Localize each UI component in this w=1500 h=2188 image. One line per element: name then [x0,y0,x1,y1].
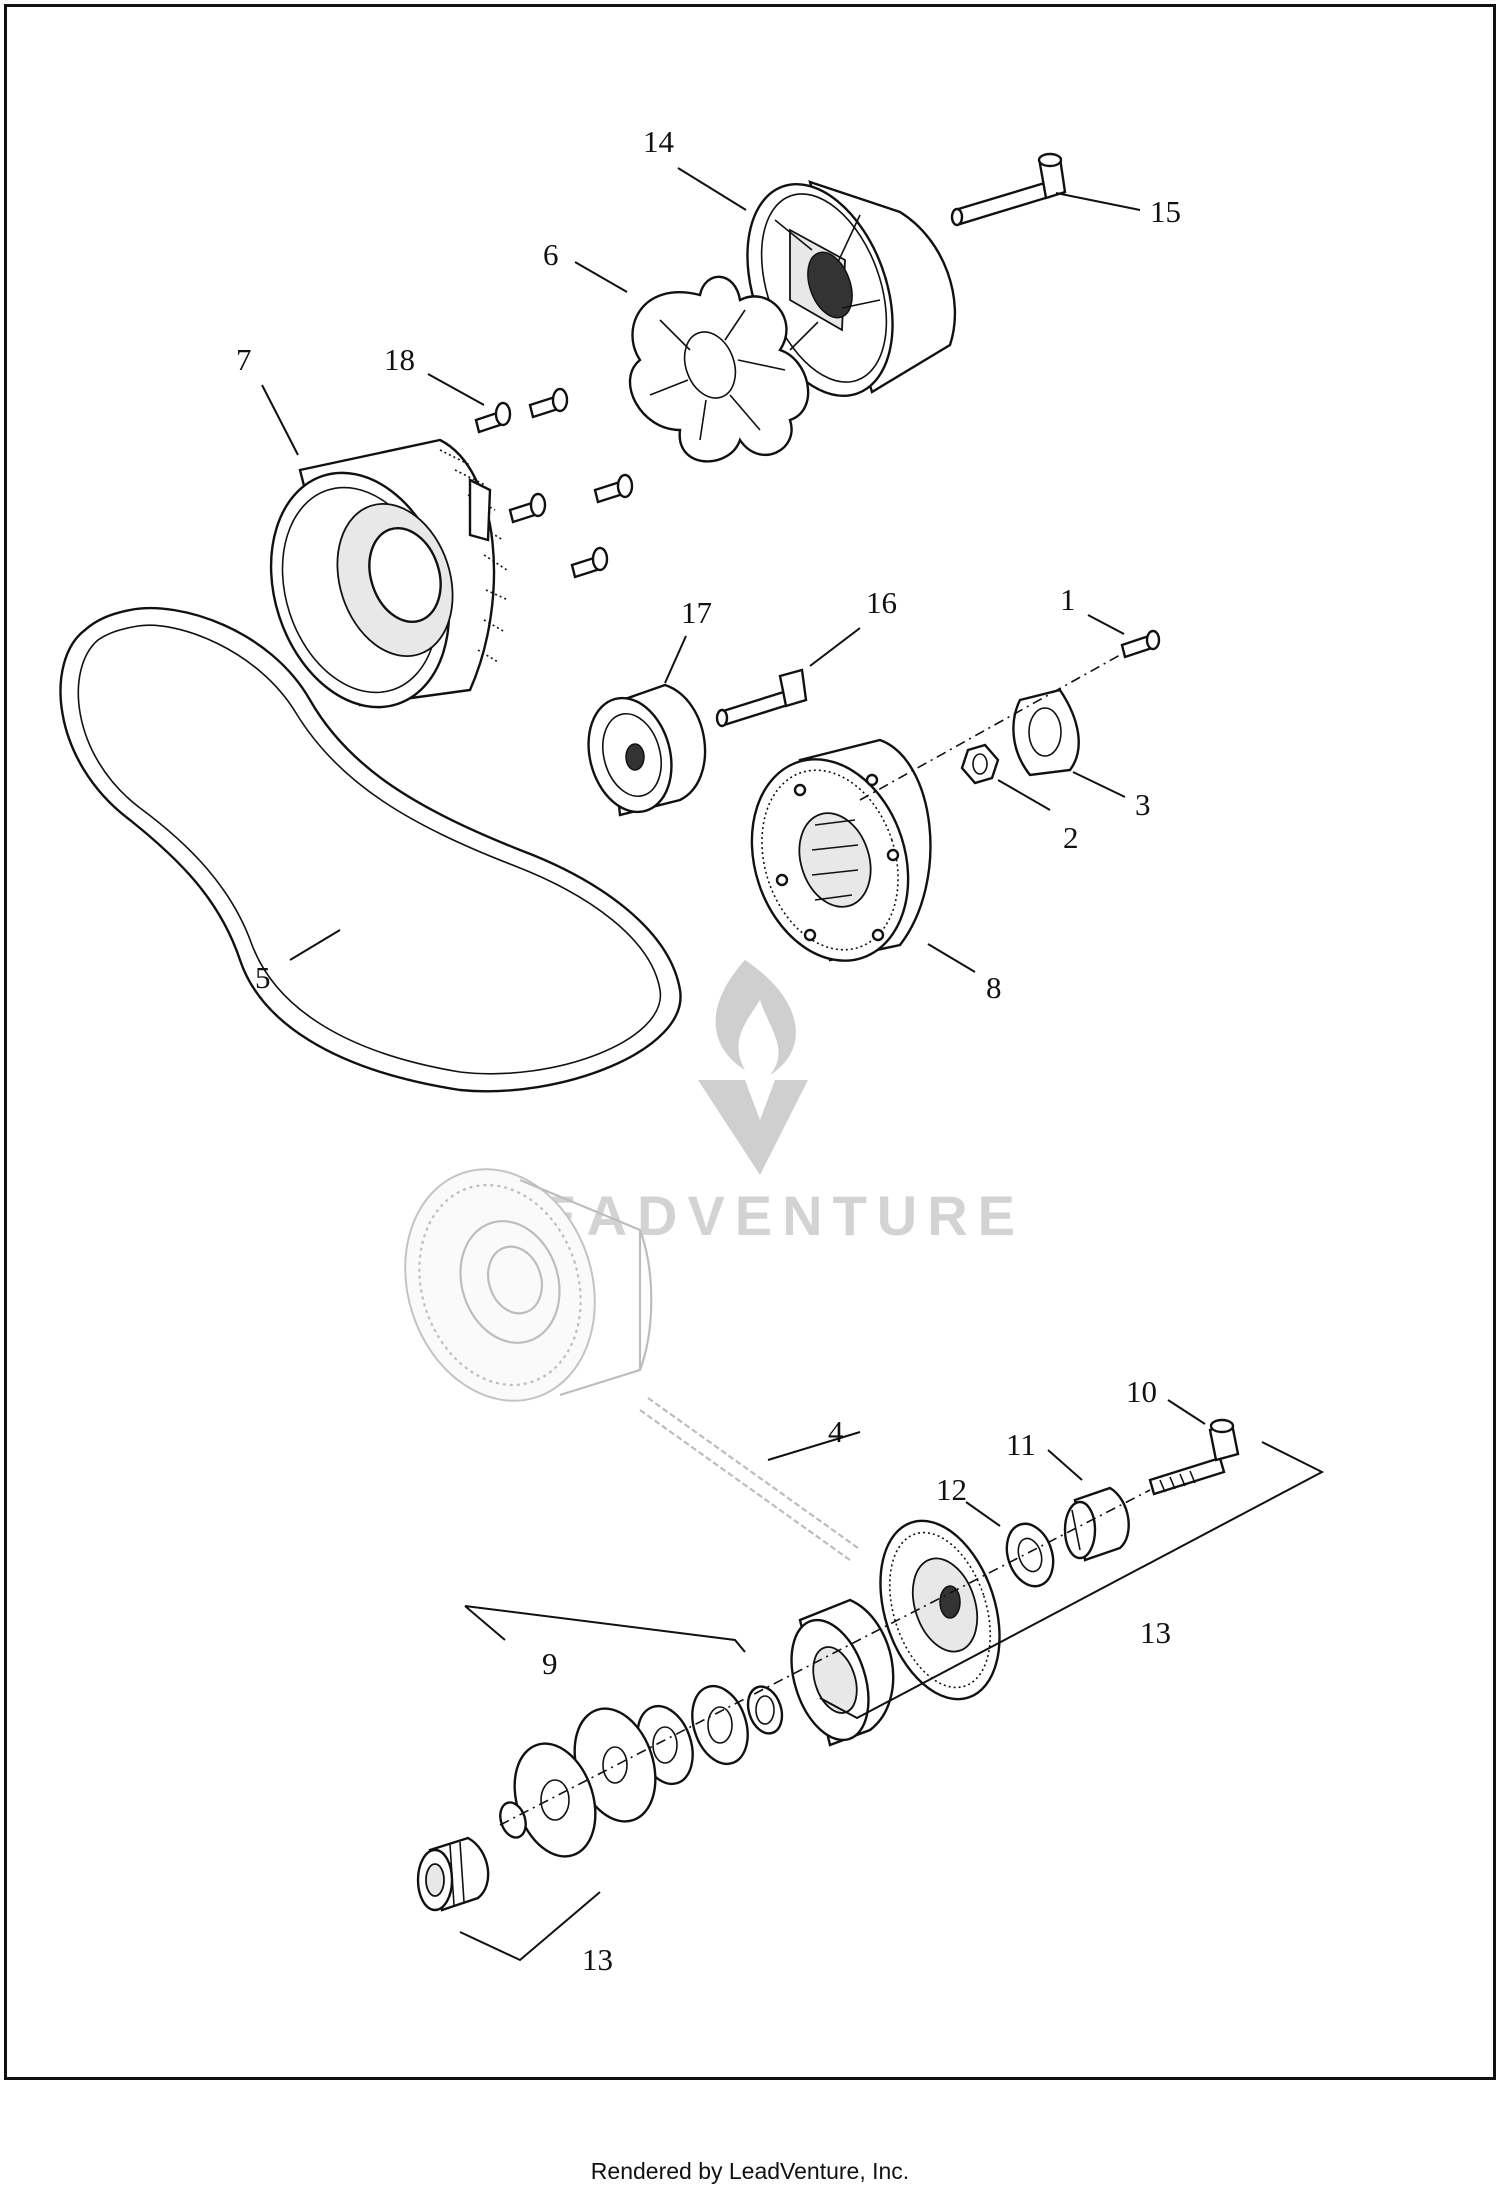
part-2-nut [960,743,1000,785]
part-15-bolt [950,152,1067,227]
callout-labels: 14 15 6 18 7 17 16 1 3 2 5 8 10 4 11 12 … [236,124,1181,1977]
part-9-washer-stack [499,1684,784,1858]
watermark-text: LEADVENTURE [495,1184,1025,1247]
part-10-bolt [1148,1418,1240,1496]
part-16-bolt [715,668,808,728]
callout-8: 8 [986,970,1002,1005]
callout-2: 2 [1063,820,1079,855]
callout-7: 7 [236,342,252,377]
part-1-screw [1120,629,1161,659]
diagram-frame [4,4,1496,2080]
part-12-washer [1005,1522,1055,1588]
callout-16: 16 [866,585,897,620]
ghost-clutch-assembly [404,1168,859,1561]
callout-5: 5 [255,960,271,995]
callout-18: 18 [384,342,415,377]
callout-14: 14 [643,124,675,159]
part-11-hub [1063,1486,1130,1562]
callout-15: 15 [1150,194,1181,229]
callout-11: 11 [1006,1427,1036,1462]
bracket-13-lower [459,1891,601,1962]
leader-lines [261,167,1206,1527]
cam-housing [790,1598,895,1747]
callout-13-lower: 13 [582,1942,613,1977]
splined-sleeve [416,1836,490,1912]
callout-4: 4 [828,1414,844,1449]
bracket-13-upper [819,1441,1325,1720]
callout-10: 10 [1126,1374,1157,1409]
crank-sprocket [879,1519,1001,1701]
bracket-9 [464,1605,746,1653]
part-18-screws [474,387,634,579]
callout-1: 1 [1060,582,1076,617]
part-8-transmission-sprocket [750,738,932,962]
footer-credit: Rendered by LeadVenture, Inc. [590,2158,910,2184]
part-7-compensator-sprocket [269,438,509,709]
leadventure-watermark: LEADVENTURE [495,960,1025,1247]
part-3-lock-plate [1012,688,1080,777]
part-6-damper [628,275,810,463]
part-17-idler [587,683,707,817]
callout-9: 9 [542,1646,558,1681]
callout-3: 3 [1135,787,1151,822]
part-5-drive-belt [59,606,682,1093]
callout-13-upper: 13 [1140,1615,1171,1650]
callout-17: 17 [681,595,712,630]
callout-12: 12 [936,1472,967,1507]
callout-6: 6 [543,237,559,272]
